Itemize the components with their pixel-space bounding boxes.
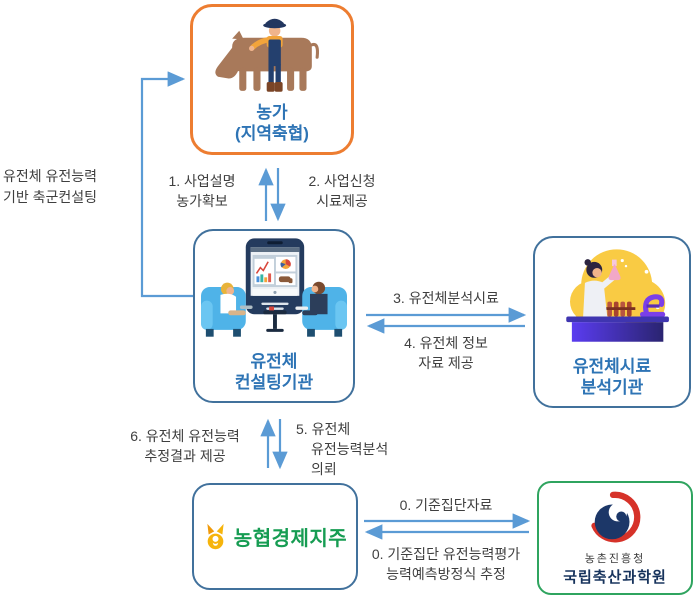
nias-institute-name: 국립축산과학원 [563, 568, 667, 586]
label-step3-line1: 3. 유전체분석시료 [393, 290, 499, 306]
node-analysis: 유전체시료 분석기관 [533, 236, 691, 408]
label-step2: 2. 사업신청 시료제공 [286, 172, 398, 212]
label-step5: 5. 유전체 유전능력분석 의뢰 [296, 420, 416, 480]
label-step0-top-line1: 0. 기준집단자료 [399, 497, 493, 513]
label-step4-line2: 자료 제공 [418, 354, 474, 371]
analysis-label: 유전체시료 분석기관 [573, 356, 651, 399]
korea-government-emblem-icon [589, 491, 641, 542]
consulting-meeting-illustration [201, 238, 347, 337]
label-step0-bottom: 0. 기준집단 유전능력평가 능력예측방정식 추정 [350, 545, 542, 585]
label-step6-line1: 6. 유전체 유전능력 [130, 428, 240, 444]
label-step0-top: 0. 기준집단자료 [366, 496, 526, 516]
label-step1: 1. 사업설명 농가확보 [146, 172, 258, 212]
label-step0-bottom-line2: 능력예측방정식 추정 [386, 565, 506, 582]
farmer-with-cow-illustration [215, 18, 320, 92]
label-side-loop: 유전체 유전능력 기반 축군컨설팅 [3, 166, 143, 208]
label-side-loop-line2: 기반 축군컨설팅 [3, 189, 98, 205]
nh-logo-text: 농협경제지주 [233, 528, 348, 550]
label-step6: 6. 유전체 유전능력 추정결과 제공 [110, 427, 260, 467]
farm-label: 농가 (지역축협) [235, 102, 309, 145]
label-step4: 4. 유전체 정보 자료 제공 [366, 334, 526, 374]
consulting-label-line1: 유전체 [250, 351, 298, 371]
label-step3: 3. 유전체분석시료 [366, 289, 526, 309]
label-step1-line2: 농가확보 [176, 192, 228, 209]
farm-label-sub: (지역축협) [235, 123, 309, 143]
nias-agency-name: 농촌진흥청 [584, 552, 646, 565]
analysis-label-line2: 분석기관 [580, 377, 644, 397]
scientist-lab-illustration [566, 249, 669, 342]
nh-sprout-logo-icon [207, 523, 224, 549]
label-step6-line2: 추정결과 제공 [144, 447, 226, 464]
node-consulting: 유전체 컨설팅기관 [193, 229, 355, 403]
label-step5-line2: 유전능력분석 [311, 440, 389, 457]
node-farm: 농가 (지역축협) [190, 4, 354, 155]
label-step2-line1: 2. 사업신청 [308, 173, 376, 189]
label-step2-line2: 시료제공 [316, 192, 368, 209]
analysis-label-line1: 유전체시료 [572, 356, 652, 376]
consulting-label-line2: 컨설팅기관 [234, 372, 314, 392]
consulting-label: 유전체 컨설팅기관 [235, 351, 313, 394]
node-nh: 농협경제지주 [192, 483, 358, 590]
label-side-loop-line1: 유전체 유전능력 [3, 168, 98, 184]
label-step0-bottom-line1: 0. 기준집단 유전능력평가 [371, 546, 521, 562]
label-step5-line3: 의뢰 [311, 460, 337, 477]
label-step4-line1: 4. 유전체 정보 [404, 335, 488, 351]
node-nias: 농촌진흥청 국립축산과학원 [537, 481, 693, 595]
label-step5-line1: 5. 유전체 [296, 421, 351, 437]
label-step1-line1: 1. 사업설명 [168, 173, 236, 189]
farm-label-name: 농가 [256, 102, 288, 122]
